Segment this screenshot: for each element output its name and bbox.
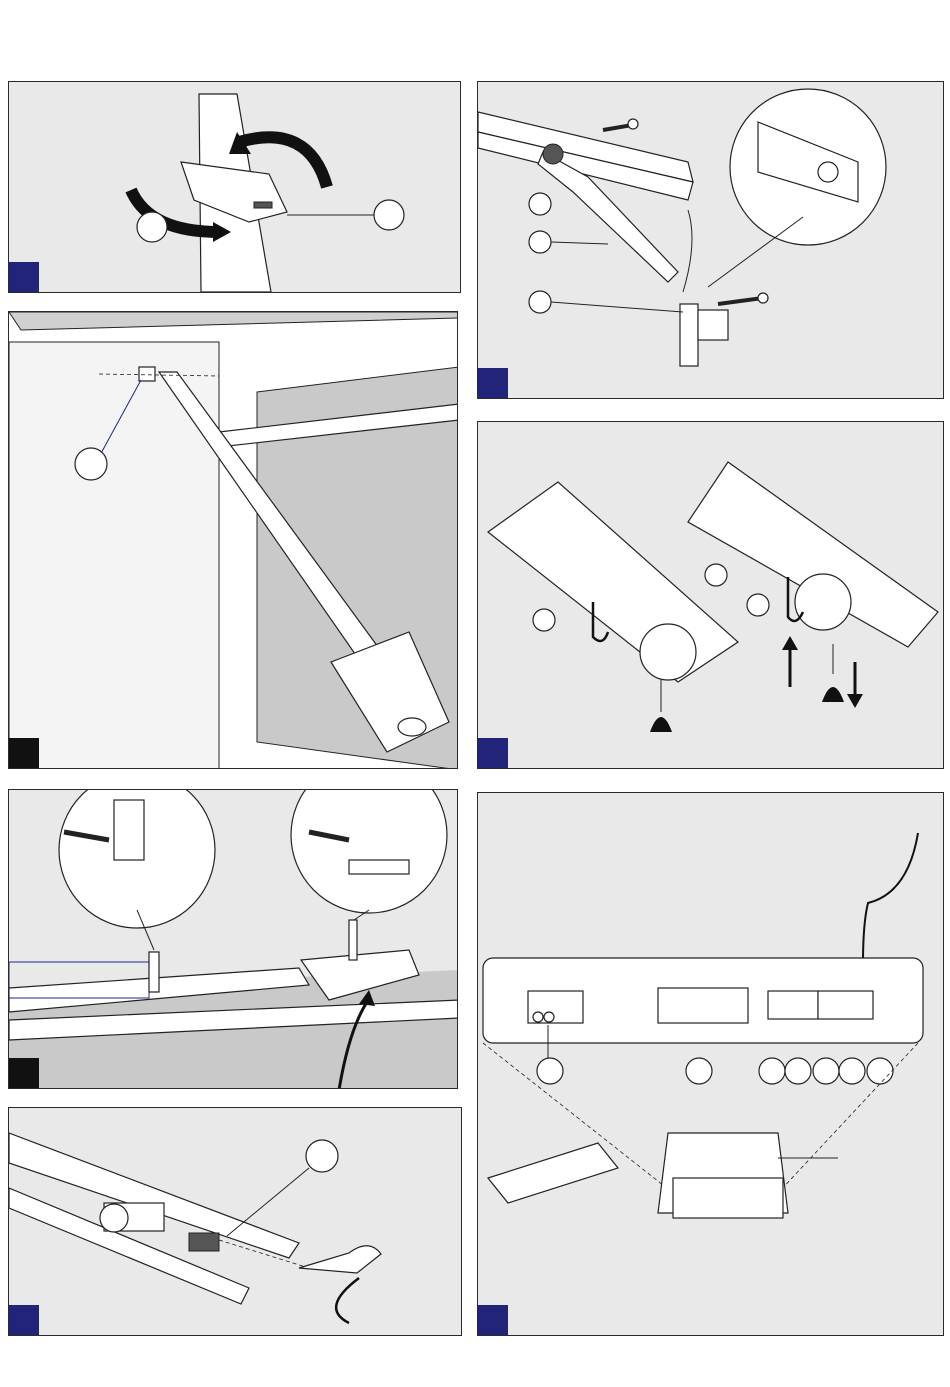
callout-hook-right	[747, 594, 769, 616]
door-bracket-plate	[698, 310, 728, 340]
callout-terminal-1	[759, 1058, 785, 1084]
bolt-bottom	[718, 298, 763, 304]
trolley-release-illustration	[478, 422, 944, 769]
sprocket	[100, 1204, 128, 1232]
ceiling-mount-illustration	[9, 790, 458, 1089]
step-badge	[9, 738, 39, 768]
callout-connector	[537, 1058, 563, 1084]
header-bracket	[139, 367, 155, 381]
garage-install-illustration	[9, 312, 458, 769]
tension-spring	[189, 1233, 219, 1251]
door-bracket	[680, 304, 698, 366]
step-badge	[9, 1305, 39, 1335]
callout-1	[137, 212, 167, 242]
pull-handle-right	[822, 687, 844, 702]
detail-magnifier-right	[291, 790, 447, 913]
step-badge	[9, 1058, 39, 1088]
callout-arm-3	[529, 291, 551, 313]
leader-tension	[227, 1168, 309, 1236]
step-badge	[478, 1305, 508, 1335]
callout-2	[374, 200, 404, 230]
callout-dip-switch	[686, 1058, 712, 1084]
callout-terminal-3	[813, 1058, 839, 1084]
dip-switch-block	[658, 988, 748, 1023]
terminal-block-b	[818, 991, 873, 1019]
step-badge	[9, 262, 39, 292]
removed-cover	[488, 1143, 618, 1203]
panel-chain-tension	[8, 1107, 462, 1336]
bolt-head-top	[628, 119, 638, 129]
bracket-mount-illustration	[9, 82, 461, 293]
up-arrow-head	[782, 636, 798, 650]
panel-garage-install	[8, 311, 458, 769]
door-arm-illustration	[478, 82, 944, 399]
panel-trolley-release	[477, 421, 944, 769]
hanger-bracket-right	[349, 920, 357, 960]
pivot-roller	[543, 144, 563, 164]
panel-control-board	[477, 792, 944, 1336]
step-badge	[478, 738, 508, 768]
callout-terminal-2	[785, 1058, 811, 1084]
rail-top	[9, 1133, 299, 1258]
panel-bracket-mount	[8, 81, 461, 293]
callout-arm-1	[529, 193, 551, 215]
detail-slot-plate	[349, 860, 409, 874]
connector-pin-2	[544, 1012, 554, 1022]
callout-header-bracket	[75, 448, 107, 480]
control-board-illustration	[478, 793, 944, 1336]
callout-hook-left	[533, 609, 555, 631]
detail-leader	[708, 217, 803, 287]
callout-terminal-4	[839, 1058, 865, 1084]
hanger-bracket-left	[149, 952, 159, 992]
panel-door-arm	[477, 81, 944, 399]
step-badge	[478, 368, 508, 398]
trolley-wheel-right	[795, 574, 851, 630]
callout-terminal-5	[867, 1058, 893, 1084]
callout-release-point	[705, 564, 727, 586]
leader-arm-3	[551, 302, 683, 312]
antenna-wire	[863, 833, 918, 963]
detail-pin	[818, 162, 838, 182]
trolley-wheel-left	[640, 624, 696, 680]
terminal-block-a	[768, 991, 818, 1019]
leader-arm-2	[551, 242, 608, 244]
panel-ceiling-mount	[8, 789, 458, 1089]
motor-light-lens	[398, 718, 426, 736]
callout-tension-nut	[306, 1140, 338, 1172]
chain-tension-illustration	[9, 1108, 462, 1336]
callout-arm-2	[529, 231, 551, 253]
bracket-slot	[254, 202, 272, 208]
motor-head-cover	[673, 1178, 783, 1218]
turn-arrow	[336, 1278, 359, 1323]
wrench	[299, 1246, 381, 1273]
direction-arrow	[683, 210, 692, 292]
detail-bracket-left	[114, 800, 144, 860]
down-arrow-head	[847, 694, 863, 708]
connector-pin-1	[533, 1012, 543, 1022]
bolt-head-bottom	[758, 293, 768, 303]
pull-handle-left	[650, 717, 672, 732]
bracket	[181, 162, 287, 222]
